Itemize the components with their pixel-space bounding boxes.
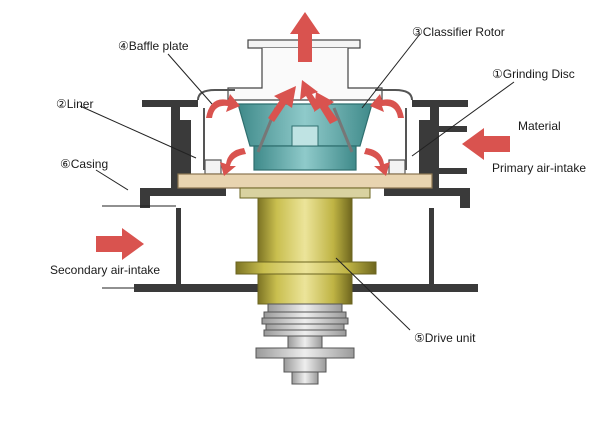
baffle-plate <box>204 159 406 175</box>
secondary-air-arrow <box>96 228 144 260</box>
drive-unit <box>235 187 377 305</box>
label-material: Material <box>518 119 561 133</box>
label-primary-air-intake: Primary air-intake <box>492 161 586 175</box>
labels: ④Baffle plate ③Classifier Rotor ①Grindin… <box>50 25 586 345</box>
label-baffle-plate: ④Baffle plate <box>118 39 189 53</box>
baffle-arrow-right <box>370 94 404 118</box>
exhaust-arrow <box>290 12 320 62</box>
inner-arrow-right <box>314 92 338 124</box>
inner-arrow-left <box>268 86 296 122</box>
airflow-arrows <box>96 12 510 260</box>
label-grinding-disc: ①Grinding Disc <box>492 67 575 81</box>
label-drive-unit: ⑤Drive unit <box>414 331 476 345</box>
classifier-rotor <box>237 103 373 171</box>
primary-air-arrow <box>462 128 510 160</box>
label-secondary-air-intake: Secondary air-intake <box>50 263 160 277</box>
recirc-arrow-right <box>364 148 390 176</box>
label-classifier-rotor: ③Classifier Rotor <box>412 25 505 39</box>
leader-lines <box>79 33 515 331</box>
recirc-arrow-left <box>220 148 246 176</box>
shaft-assembly <box>255 303 355 385</box>
liner <box>197 89 413 170</box>
label-casing: ⑥Casing <box>60 157 108 171</box>
label-liner: ②Liner <box>56 97 93 111</box>
baffle-arrow-left <box>206 94 240 118</box>
